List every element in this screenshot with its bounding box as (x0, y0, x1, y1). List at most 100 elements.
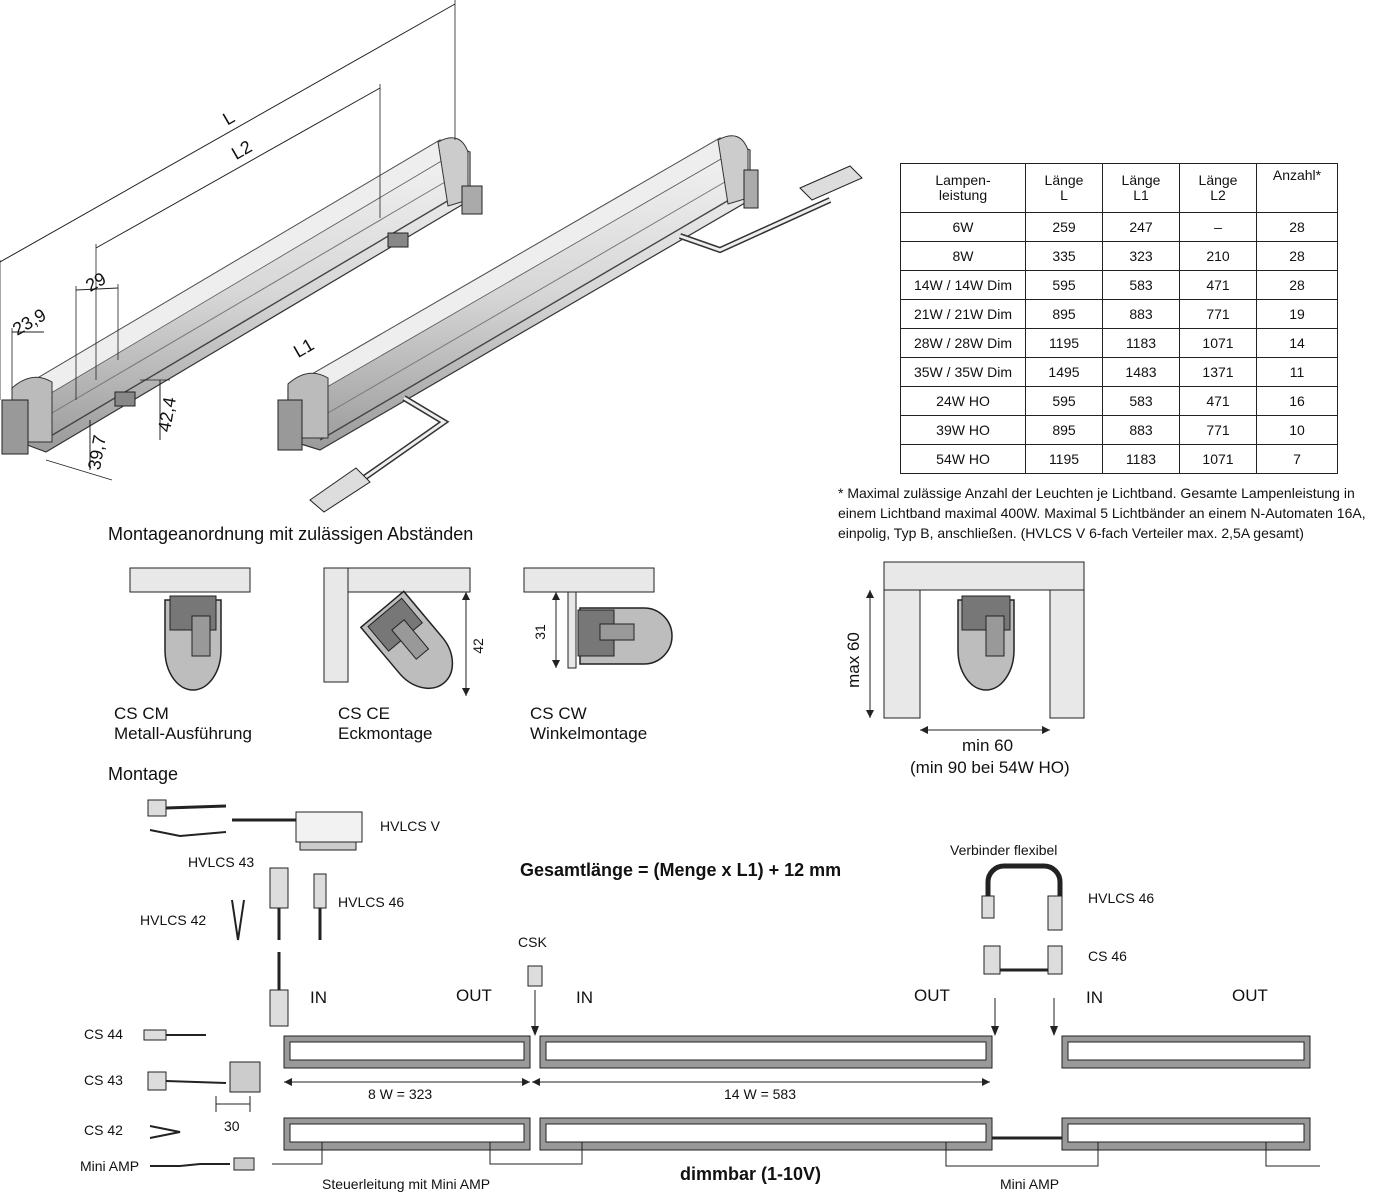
table-cell: 1483 (1102, 357, 1180, 387)
table-cell: 1071 (1179, 328, 1257, 358)
table-cell: – (1179, 212, 1257, 242)
spec-table: Lampen- leistung Länge L Länge L1 Länge … (900, 163, 1338, 474)
col-header: Länge L1 (1102, 163, 1180, 213)
col-header: Anzahl* (1256, 163, 1338, 213)
mount-cw-drawing (523, 567, 673, 669)
label-steuerleitung: Steuerleitung mit Mini AMP (322, 1176, 491, 1192)
ce-sub: Eckmontage (338, 724, 433, 743)
table-cell: 54W HO (900, 444, 1026, 474)
label-csk: CSK (518, 934, 547, 950)
label-hvlcs-42: HVLCS 42 (140, 912, 207, 928)
table-cell: 771 (1179, 415, 1257, 445)
table-cell: 19 (1256, 299, 1338, 329)
table-cell: 1183 (1102, 328, 1180, 358)
table-cell: 28 (1256, 212, 1338, 242)
table-cell: 323 (1102, 241, 1180, 271)
label-hvlcs-46-right: HVLCS 46 (1088, 890, 1155, 906)
table-cell: 895 (1025, 415, 1103, 445)
label-cs44: CS 44 (84, 1026, 123, 1042)
table-cell: 35W / 35W Dim (900, 357, 1026, 387)
gap-max: max 60 (843, 632, 863, 688)
table-cell: 11 (1256, 357, 1338, 387)
label-miniamp-right: Mini AMP (1000, 1176, 1060, 1192)
table-cell: 1195 (1025, 444, 1103, 474)
mount-cm-drawing (129, 567, 251, 691)
table-cell: 8W (900, 241, 1026, 271)
cw-sub: Winkelmontage (530, 724, 648, 743)
gap-min-note: (min 90 bei 54W HO) (910, 758, 1070, 777)
label-in-1: IN (310, 988, 327, 1007)
table-cell: 28 (1256, 270, 1338, 300)
fixture-perspective-1 (0, 0, 483, 481)
table-cell: 883 (1102, 299, 1180, 329)
table-cell: 7 (1256, 444, 1338, 474)
table-cell: 1071 (1179, 444, 1257, 474)
fixture-perspective-2 (277, 135, 863, 513)
montage-row-2 (272, 1117, 1320, 1167)
label-cs43: CS 43 (84, 1072, 123, 1088)
table-cell: 595 (1025, 270, 1103, 300)
cm-sub: Metall-Ausführung (114, 724, 252, 743)
label-miniamp-left: Mini AMP (80, 1158, 140, 1174)
table-cell: 1183 (1102, 444, 1180, 474)
table-header-row: Lampen- leistung Länge L Länge L1 Länge … (900, 163, 1338, 213)
table-cell: 14W / 14W Dim (900, 270, 1026, 300)
label-hvlcs-43: HVLCS 43 (188, 854, 255, 870)
label-out-1: OUT (456, 986, 492, 1005)
table-cell: 895 (1025, 299, 1103, 329)
label-cs42: CS 42 (84, 1122, 123, 1138)
table-cell: 335 (1025, 241, 1103, 271)
table-cell: 259 (1025, 212, 1103, 242)
table-cell: 1371 (1179, 357, 1257, 387)
label-in-3: IN (1086, 988, 1103, 1007)
col-header: Länge L (1025, 163, 1103, 213)
cm-title: CS CM (114, 704, 169, 723)
cw-title: CS CW (530, 704, 587, 723)
montage-heading: Montage (108, 764, 179, 784)
table-cell: 28W / 28W Dim (900, 328, 1026, 358)
label-out-2: OUT (914, 986, 950, 1005)
table-cell: 24W HO (900, 386, 1026, 416)
mount-ce-drawing (323, 567, 471, 696)
ce-dim: 42 (469, 638, 486, 654)
label-in-2: IN (576, 988, 593, 1007)
table-cell: 471 (1179, 270, 1257, 300)
table-cell: 14 (1256, 328, 1338, 358)
table-cell: 583 (1102, 386, 1180, 416)
label-hvlcs-v: HVLCS V (380, 818, 440, 834)
table-cell: 1195 (1025, 328, 1103, 358)
table-footnote: * Maximal zulässige Anzahl der Leuchten … (838, 485, 1366, 541)
table-cell: 16 (1256, 386, 1338, 416)
ce-title: CS CE (338, 704, 390, 723)
dim-14w: 14 W = 583 (724, 1086, 796, 1102)
gap-min: min 60 (962, 736, 1014, 755)
montage-row-1 (283, 990, 1311, 1086)
table-cell: 1495 (1025, 357, 1103, 387)
label-cs46: CS 46 (1088, 948, 1127, 964)
table-cell: 210 (1179, 241, 1257, 271)
table-cell: 21W / 21W Dim (900, 299, 1026, 329)
table-cell: 247 (1102, 212, 1180, 242)
accessory-drawings (143, 799, 1063, 1171)
table-cell: 771 (1179, 299, 1257, 329)
label-hvlcs-46-left: HVLCS 46 (338, 894, 405, 910)
col-header: Lampen- leistung (900, 163, 1026, 213)
label-out-3: OUT (1232, 986, 1268, 1005)
label-verbinder: Verbinder flexibel (950, 842, 1058, 858)
table-cell: 595 (1025, 386, 1103, 416)
table-cell: 583 (1102, 270, 1180, 300)
mount-gap-drawing (866, 561, 1085, 734)
table-cell: 6W (900, 212, 1026, 242)
label-dimmbar: dimmbar (1-10V) (680, 1164, 822, 1184)
mounting-heading: Montageanordnung mit zulässigen Abstände… (108, 524, 474, 544)
dim-30: 30 (224, 1118, 240, 1134)
